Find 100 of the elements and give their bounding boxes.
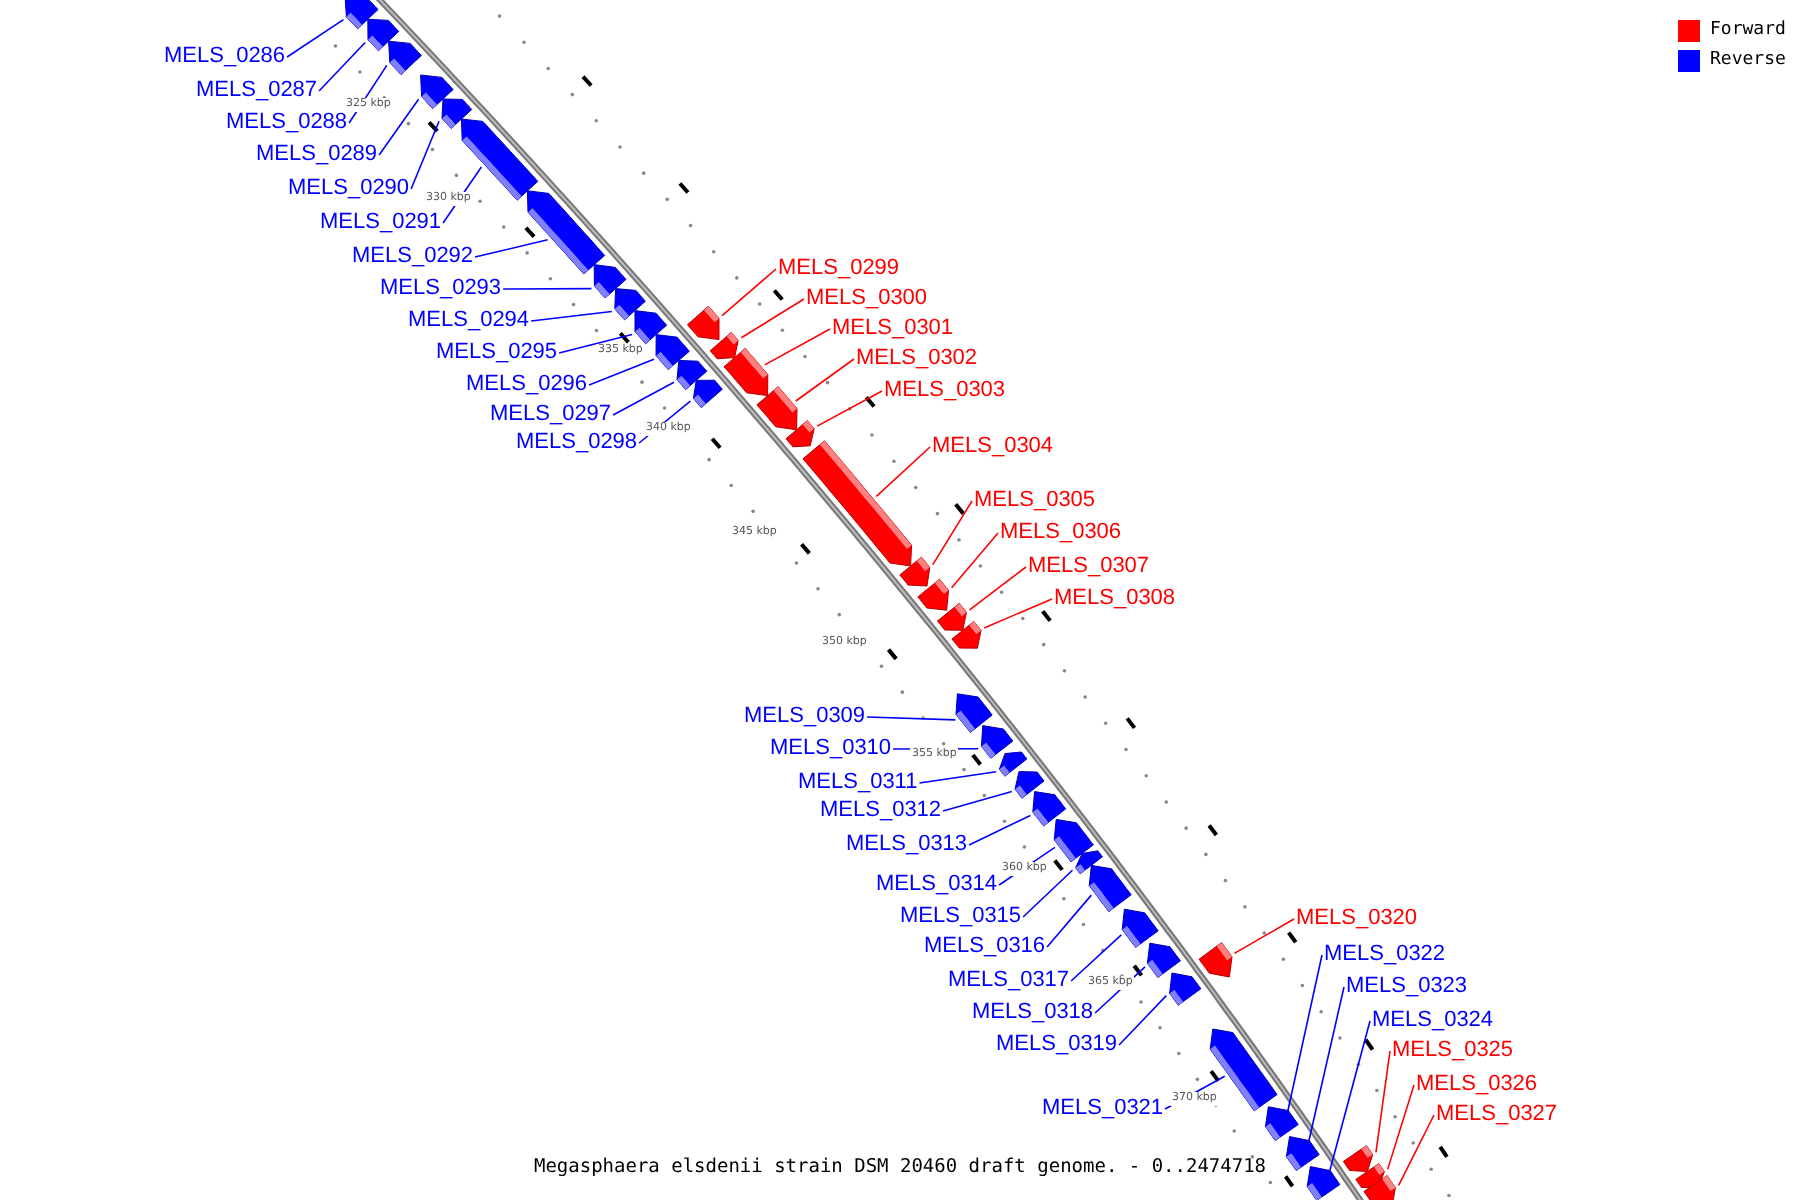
gene-block xyxy=(692,379,723,409)
leader-line xyxy=(530,310,613,322)
leader-line xyxy=(378,98,420,156)
gene-label: MELS_0287 xyxy=(196,78,318,104)
gene-label: MELS_0325 xyxy=(1392,1038,1514,1064)
gene-label: MELS_0323 xyxy=(1346,974,1468,1000)
gene-label: MELS_0316 xyxy=(924,934,1046,960)
gene-block xyxy=(1146,942,1181,978)
gene-block xyxy=(785,420,815,448)
gene-label: MELS_0310 xyxy=(770,736,892,762)
caption: Megasphaera elsdenii strain DSM 20460 draft genome. - 0..2474718 xyxy=(531,1156,1269,1180)
gene-label: MELS_0305 xyxy=(974,488,1096,514)
gene-label: MELS_0289 xyxy=(256,142,378,168)
leader-line xyxy=(950,532,999,589)
gene-block xyxy=(802,440,913,567)
gene-block xyxy=(709,331,739,360)
gene-block xyxy=(676,359,708,391)
gene-block xyxy=(723,347,769,397)
gene-block xyxy=(917,578,950,611)
gene-label: MELS_0295 xyxy=(436,340,558,366)
gene-label: MELS_0327 xyxy=(1436,1102,1558,1128)
gene-label: MELS_0291 xyxy=(320,210,442,236)
leader-line xyxy=(932,500,973,566)
leader-line xyxy=(1046,894,1093,948)
leader-line xyxy=(866,716,957,721)
gene-label: MELS_0313 xyxy=(846,832,968,858)
gene-block xyxy=(1285,1136,1320,1172)
gene-block xyxy=(951,620,982,649)
gene-block xyxy=(1014,771,1045,799)
leader-line xyxy=(1022,869,1074,918)
gene-label: MELS_0307 xyxy=(1028,554,1150,580)
leader-line xyxy=(918,770,998,784)
gene-block xyxy=(1198,942,1233,978)
leader-line xyxy=(875,446,931,498)
leader-line xyxy=(1386,1084,1415,1171)
gene-label: MELS_0302 xyxy=(856,346,978,372)
gene-block xyxy=(998,751,1028,777)
gene-block xyxy=(526,190,606,275)
gene-block xyxy=(1342,1145,1374,1173)
leader-line xyxy=(1397,1114,1435,1187)
leader-line xyxy=(983,598,1053,629)
gene-label: MELS_0292 xyxy=(352,244,474,270)
gene-label: MELS_0286 xyxy=(164,44,286,70)
leader-line xyxy=(558,333,633,354)
leader-line xyxy=(588,358,655,386)
gene-label: MELS_0314 xyxy=(876,872,998,898)
gene-label: MELS_0311 xyxy=(798,770,918,796)
gene-label: MELS_0319 xyxy=(996,1032,1118,1058)
leader-line xyxy=(1328,1020,1371,1174)
gene-block xyxy=(980,725,1014,759)
gene-block xyxy=(344,0,379,30)
leader-line xyxy=(1375,1050,1391,1154)
gene-block xyxy=(1032,791,1067,827)
gene-label: MELS_0317 xyxy=(948,968,1070,994)
gene-label: MELS_0296 xyxy=(466,372,588,398)
leader-line xyxy=(795,358,855,402)
gene-label: MELS_0303 xyxy=(884,378,1006,404)
gene-label: MELS_0321 xyxy=(1042,1096,1164,1122)
leader-line xyxy=(1286,954,1323,1114)
gene-label: MELS_0297 xyxy=(490,402,612,428)
leader-line xyxy=(968,566,1027,611)
gene-label: MELS_0315 xyxy=(900,904,1022,930)
gene-block xyxy=(1169,972,1202,1006)
gene-block xyxy=(634,310,668,345)
gene-label: MELS_0318 xyxy=(972,1000,1094,1026)
gene-label: MELS_0290 xyxy=(288,176,410,202)
gene-block xyxy=(955,693,993,733)
gene-label: MELS_0326 xyxy=(1416,1072,1538,1098)
gene-block xyxy=(1075,850,1103,875)
leader-line xyxy=(1307,986,1345,1144)
leader-line xyxy=(968,814,1032,846)
leader-line xyxy=(1118,994,1168,1046)
gene-block xyxy=(936,602,967,631)
leader-line xyxy=(612,381,675,416)
leader-line xyxy=(410,120,440,190)
leader-line xyxy=(740,298,805,339)
gene-block xyxy=(1306,1166,1341,1200)
gene-label: MELS_0306 xyxy=(1000,520,1122,546)
gene-label: MELS_0288 xyxy=(226,110,348,136)
gene-label: MELS_0312 xyxy=(820,798,942,824)
gene-block xyxy=(1088,864,1132,913)
leader-line xyxy=(1233,918,1295,955)
leader-line xyxy=(474,239,549,258)
gene-label: MELS_0301 xyxy=(832,316,954,342)
gene-block xyxy=(899,556,931,587)
legend-label: Forward xyxy=(1710,18,1786,44)
gene-label: MELS_0309 xyxy=(744,704,866,730)
leader-line xyxy=(286,18,345,58)
gene-label: MELS_0304 xyxy=(932,434,1054,460)
legend-label: Reverse xyxy=(1710,48,1786,74)
gene-block xyxy=(420,74,454,110)
gene-label: MELS_0308 xyxy=(1054,586,1176,612)
leader-line xyxy=(942,790,1013,812)
gene-block xyxy=(1121,908,1159,948)
gene-block xyxy=(614,288,646,321)
gene-label: MELS_0324 xyxy=(1372,1008,1494,1034)
gene-label: MELS_0299 xyxy=(778,256,900,282)
leader-line xyxy=(1070,934,1123,982)
gene-block xyxy=(441,98,473,129)
leader-line xyxy=(318,41,366,92)
